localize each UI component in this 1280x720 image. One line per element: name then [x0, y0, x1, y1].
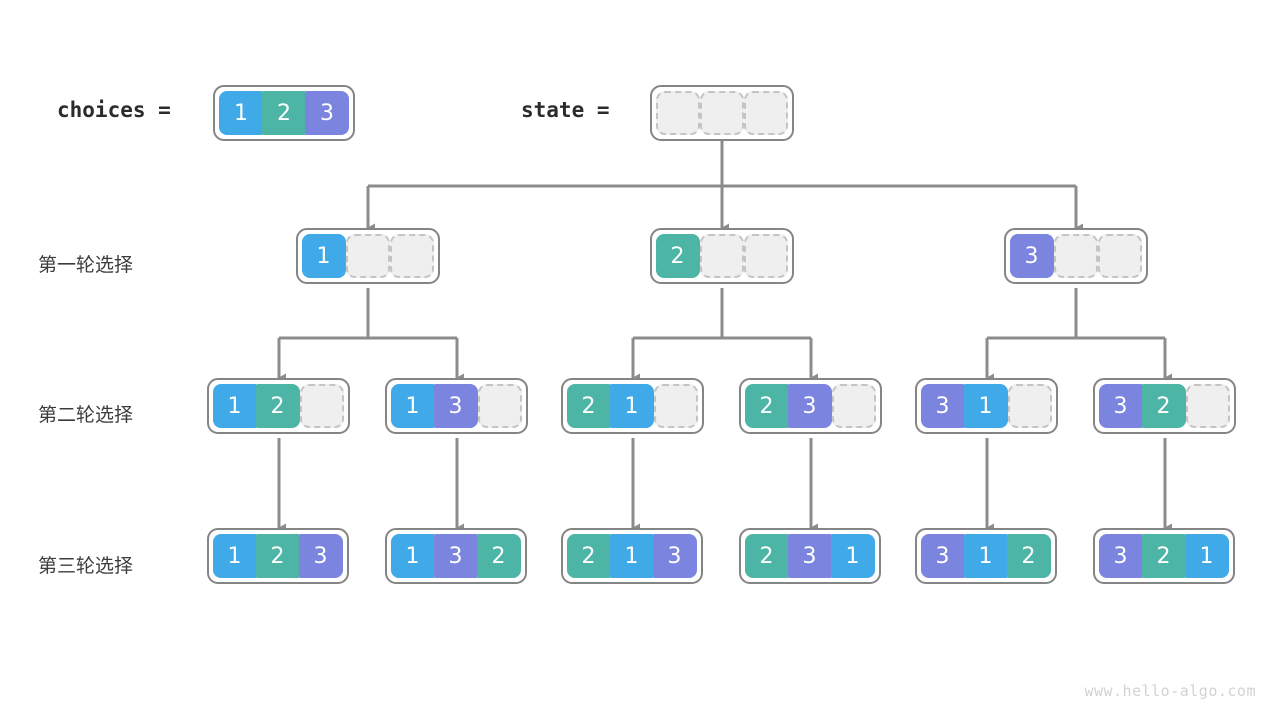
round-3-node-1-cell-3: 3	[298, 534, 343, 578]
round-1-node-3: 3	[1003, 228, 1148, 284]
round-2-node-3-cell-1: 2	[566, 384, 611, 428]
choices-cell-1: 1	[219, 91, 263, 135]
choices-label: choices =	[57, 98, 171, 122]
round-2-node-6-cell-3	[1185, 384, 1230, 428]
state-cell-1	[656, 91, 700, 135]
state-array	[650, 85, 794, 141]
choices-cell-2: 2	[262, 91, 306, 135]
round-2-node-6-cell-2: 2	[1141, 384, 1186, 428]
round-3-node-1-cell-1: 1	[212, 534, 257, 578]
round-2-node-2-cell-2: 3	[433, 384, 478, 428]
state-label: state =	[521, 98, 610, 122]
round-1-node-3-cell-1: 3	[1009, 234, 1054, 278]
row-label-round-2: 第二轮选择	[38, 404, 134, 426]
round-2-node-6-cell-1: 3	[1098, 384, 1143, 428]
round-2-node-4-cell-2: 3	[787, 384, 832, 428]
round-3-node-6-cell-1: 3	[1098, 534, 1143, 578]
round-2-node-3-cell-2: 1	[609, 384, 654, 428]
round-1-node-1-cell-3	[389, 234, 434, 278]
round-1-node-1: 1	[295, 228, 440, 284]
round-3-node-3-cell-2: 1	[609, 534, 654, 578]
round-1-node-2-cell-3	[743, 234, 788, 278]
round-3-node-4-cell-2: 3	[787, 534, 832, 578]
round-3-node-5-cell-2: 1	[963, 534, 1008, 578]
round-2-node-2-cell-3	[477, 384, 522, 428]
round-3-node-2-cell-3: 2	[476, 534, 521, 578]
round-3-node-3-cell-3: 3	[652, 534, 697, 578]
round-1-node-2-cell-2	[699, 234, 744, 278]
round-3-node-1-cell-2: 2	[255, 534, 300, 578]
round-2-node-5-cell-2: 1	[963, 384, 1008, 428]
round-1-node-2-cell-1: 2	[655, 234, 700, 278]
round-2-node-1-cell-1: 1	[212, 384, 257, 428]
round-3-node-5-cell-3: 2	[1006, 534, 1051, 578]
round-1-node-3-cell-3	[1097, 234, 1142, 278]
round-3-node-2-cell-2: 3	[433, 534, 478, 578]
round-2-node-4-cell-3	[831, 384, 876, 428]
round-3-node-4-cell-3: 1	[830, 534, 875, 578]
row-label-round-3: 第三轮选择	[38, 555, 134, 577]
round-2-node-3-cell-3	[653, 384, 698, 428]
round-3-node-2-cell-1: 1	[390, 534, 435, 578]
watermark: www.hello-algo.com	[1084, 682, 1256, 700]
round-2-node-5-cell-1: 3	[920, 384, 965, 428]
round-1-node-3-cell-2	[1053, 234, 1098, 278]
round-1-node-1-cell-1: 1	[301, 234, 346, 278]
round-2-node-1-cell-3	[299, 384, 344, 428]
round-3-node-6-cell-3: 1	[1184, 534, 1229, 578]
round-1-node-1-cell-2	[345, 234, 390, 278]
round-3-node-3-cell-1: 2	[566, 534, 611, 578]
row-label-round-1: 第一轮选择	[38, 254, 134, 276]
round-2-node-2-cell-1: 1	[390, 384, 435, 428]
round-1-node-2: 2	[649, 228, 794, 284]
state-cell-3	[744, 91, 788, 135]
round-2-node-4-cell-1: 2	[744, 384, 789, 428]
round-3-node-5-cell-1: 3	[920, 534, 965, 578]
round-2-node-1-cell-2: 2	[255, 384, 300, 428]
round-3-node-4-cell-1: 2	[744, 534, 789, 578]
round-3-node-6-cell-2: 2	[1141, 534, 1186, 578]
round-2-node-5-cell-3	[1007, 384, 1052, 428]
state-cell-2	[700, 91, 744, 135]
choices-cell-3: 3	[305, 91, 349, 135]
